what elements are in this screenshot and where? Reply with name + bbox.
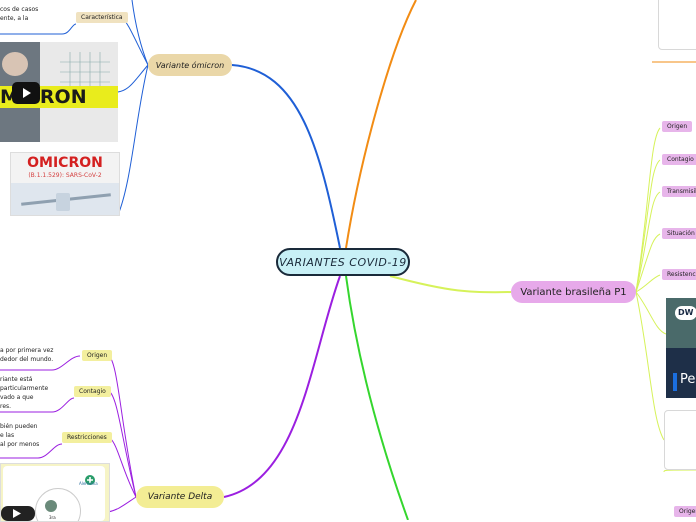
- brasil-link-resistencia: [635, 274, 661, 293]
- delta-tag-contagio[interactable]: Contagio: [74, 386, 111, 397]
- brasil-tag-transmisibilidad[interactable]: Transmisibi: [662, 186, 696, 197]
- delta-image[interactable]: Alemania 3ra: [0, 463, 110, 522]
- omicron-video-thumbnail[interactable]: MICRON: [0, 42, 118, 142]
- brasil-video-bar: [673, 373, 677, 391]
- brasil-link-transmisibilidad: [635, 191, 661, 293]
- delta-play-button[interactable]: [1, 506, 35, 521]
- brasil-link-video: [635, 291, 667, 335]
- brasil-link-card: [635, 291, 665, 441]
- brasil-tag-contagio[interactable]: Contagio: [662, 154, 696, 165]
- play-icon: [13, 509, 21, 518]
- delta-link-image: [107, 496, 137, 513]
- brasil-label: Variante brasileña P1: [520, 286, 627, 298]
- delta-link-origen: [107, 354, 137, 498]
- dw-logo: DW: [675, 306, 696, 320]
- delta-underline-origen: [0, 355, 81, 371]
- brasil-video-overlay: Pe: [680, 372, 696, 387]
- brasil-tag-situacion[interactable]: Situación M: [662, 228, 696, 239]
- brasil-link-origen: [635, 127, 661, 293]
- virus-shape: [45, 500, 57, 512]
- delta-link-contagio: [109, 391, 137, 498]
- central-topic[interactable]: VARIANTES COVID-19: [276, 248, 410, 276]
- brasil-tag-origen-bottom[interactable]: Origen: [674, 506, 696, 517]
- brasil-tag-origen[interactable]: Origen: [662, 121, 693, 132]
- omicron-image-title: OMICRON: [27, 155, 103, 171]
- omicron-link-video: [117, 64, 149, 93]
- top-info-card[interactable]: [658, 0, 696, 50]
- delta-contagio-text: riante está particularmente vado a que r…: [0, 376, 49, 410]
- omicron-label: Variante ómicron: [155, 60, 225, 70]
- branch-top: [345, 0, 417, 249]
- omicron-link-up: [131, 0, 149, 66]
- delta-origen-text: a por primera vez dedor del mundo.: [0, 347, 54, 363]
- brasil-tag-resistencia[interactable]: Resistencia: [662, 269, 696, 280]
- vial-shape: [56, 193, 70, 211]
- branch-bottom: [345, 275, 409, 520]
- delta-tag-origen[interactable]: Origen: [82, 350, 113, 361]
- branch-brasil: [389, 275, 512, 294]
- delta-image-caption: 3ra: [49, 515, 56, 520]
- delta-link-restricciones: [109, 437, 137, 498]
- branch-delta: [223, 275, 341, 498]
- omicron-image[interactable]: OMICRON (B.1.1.529): SARS-CoV-2: [10, 152, 120, 216]
- delta-underline-restricciones: [0, 443, 63, 459]
- topic-variante-delta[interactable]: Variante Delta: [136, 486, 224, 508]
- brasil-link-situacion: [635, 233, 661, 293]
- topic-variante-brasilena[interactable]: Variante brasileña P1: [511, 281, 636, 303]
- omicron-tag-caracteristica[interactable]: Característica: [76, 12, 128, 23]
- central-label: VARIANTES COVID-19: [279, 255, 407, 269]
- play-icon: [23, 88, 31, 98]
- brasil-underline-card: [663, 469, 696, 473]
- branch-omicron: [231, 64, 341, 249]
- play-button[interactable]: [12, 82, 40, 104]
- omicron-link-tag: [121, 17, 149, 66]
- brasil-link-contagio: [635, 159, 661, 293]
- omicron-underline: [0, 23, 77, 35]
- topic-variante-omicron[interactable]: Variante ómicron: [148, 54, 232, 76]
- omicron-image-subtitle: (B.1.1.529): SARS-CoV-2: [28, 172, 102, 179]
- health-cross-icon: [85, 470, 95, 485]
- omicron-link-image: [117, 64, 149, 216]
- delta-label: Variante Delta: [147, 492, 213, 502]
- delta-tag-restricciones[interactable]: Restricciones: [62, 432, 112, 443]
- delta-restricciones-text: bién pueden e las al por menos: [0, 423, 40, 448]
- omicron-caracteristica-text: cos de casos ente, a la: [0, 6, 39, 22]
- brasil-info-card[interactable]: [664, 410, 696, 470]
- delta-underline-contagio: [0, 397, 75, 413]
- brasil-video-thumbnail[interactable]: DW Pe: [666, 298, 696, 398]
- delta-image-label: Alemania: [79, 481, 98, 486]
